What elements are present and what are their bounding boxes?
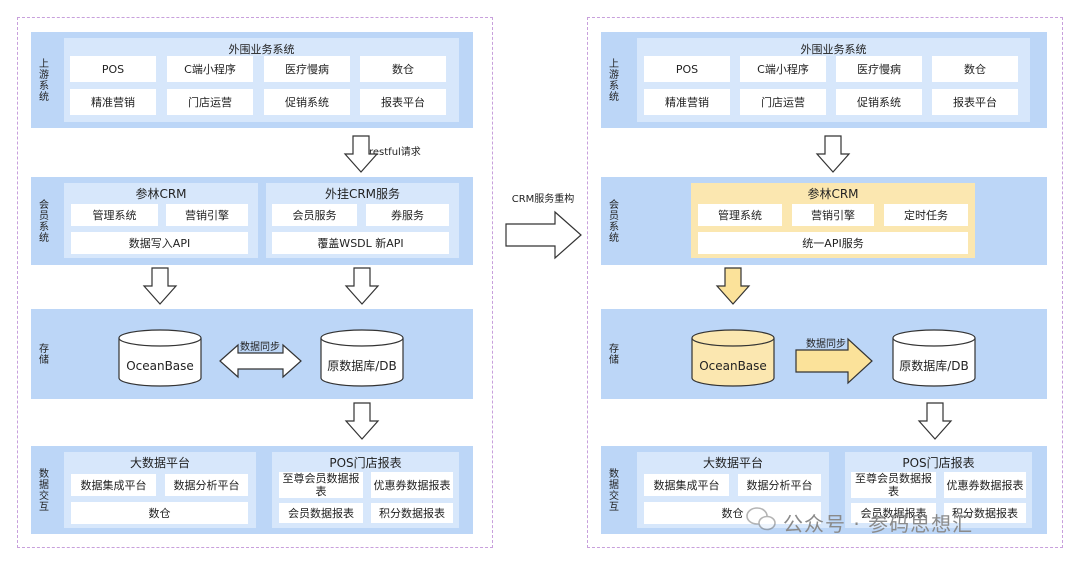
left-upstream-item: POS	[70, 56, 156, 82]
left-upstream-item: 报表平台	[360, 89, 446, 115]
left-upstream-item: 促销系统	[264, 89, 350, 115]
left-original-db	[320, 329, 404, 387]
left-member-label: 会员系统	[36, 199, 48, 243]
right-pos-item: 至尊会员数据报表	[851, 472, 936, 498]
left-crm-item: 营销引擎	[166, 204, 248, 226]
left-crm-api: 数据写入API	[71, 232, 248, 254]
down-arrow-icon	[715, 267, 751, 305]
right-pos-item: 积分数据报表	[944, 503, 1026, 523]
left-upstream-item: 医疗慢病	[264, 56, 350, 82]
right-pos-item: 优惠券数据报表	[944, 472, 1026, 498]
right-bigdata-wide: 数仓	[644, 502, 821, 524]
right-bigdata-item: 数据集成平台	[644, 474, 729, 496]
right-oceanbase-db	[691, 329, 775, 387]
right-pos-item: 会员数据报表	[851, 503, 936, 523]
left-ext-title: 外挂CRM服务	[324, 187, 401, 201]
wechat-icon	[746, 507, 776, 531]
right-upstream-item: 促销系统	[836, 89, 922, 115]
left-db1-text: OceanBase	[126, 359, 194, 373]
down-arrow-icon	[344, 267, 380, 305]
right-upstream-item: 医疗慢病	[836, 56, 922, 82]
right-upstream-item: POS	[644, 56, 730, 82]
left-upstream-title: 外围业务系统	[228, 43, 295, 56]
left-bigdata-item: 数据分析平台	[165, 474, 248, 496]
left-pos-item: 优惠券数据报表	[371, 472, 453, 498]
left-upstream-item: 精准营销	[70, 89, 156, 115]
left-crm-title: 参林CRM	[135, 187, 187, 201]
left-pos-title: POS门店报表	[329, 456, 402, 470]
left-data-label: 数据交互	[36, 468, 48, 512]
right-crm-api: 统一API服务	[698, 232, 968, 254]
refactor-arrow-icon	[505, 210, 582, 260]
right-crm-item: 定时任务	[884, 204, 968, 226]
right-bigdata-title: 大数据平台	[702, 456, 763, 470]
right-upstream-item: 精准营销	[644, 89, 730, 115]
left-upstream-item: C端小程序	[167, 56, 253, 82]
left-crm-item: 管理系统	[71, 204, 158, 226]
left-upstream-item: 数仓	[360, 56, 446, 82]
left-pos-item: 会员数据报表	[279, 503, 363, 523]
bidirectional-arrow-icon	[219, 343, 302, 379]
left-sync-label: 数据同步	[240, 342, 280, 353]
right-crm-item: 管理系统	[698, 204, 782, 226]
left-upstream-item: 门店运营	[167, 89, 253, 115]
left-db2-text: 原数据库/DB	[327, 358, 397, 373]
before-architecture-panel	[17, 17, 493, 548]
down-arrow-icon	[142, 267, 178, 305]
right-crm-title: 参林CRM	[807, 187, 859, 201]
left-bigdata-wide: 数仓	[71, 502, 248, 524]
right-sync-label: 数据同步	[806, 339, 846, 350]
right-pos-title: POS门店报表	[902, 456, 975, 470]
right-storage-label: 存储	[606, 343, 618, 365]
right-upstream-label: 上游系统	[606, 58, 618, 102]
watermark-text: 公众号 · 参码思想汇	[783, 512, 974, 536]
transition-label: CRM服务重构	[511, 194, 575, 205]
down-arrow-icon	[343, 135, 379, 173]
left-ext-item: 会员服务	[272, 204, 357, 226]
right-member-label: 会员系统	[606, 199, 618, 243]
left-bigdata-title: 大数据平台	[129, 456, 190, 470]
right-upstream-item: 报表平台	[932, 89, 1018, 115]
left-ext-api: 覆盖WSDL 新API	[272, 232, 449, 254]
left-pos-item: 积分数据报表	[371, 503, 453, 523]
right-upstream-item: 数仓	[932, 56, 1018, 82]
down-arrow-icon	[815, 135, 851, 173]
left-oceanbase-db	[118, 329, 202, 387]
left-request-label: restful请求	[369, 147, 421, 158]
right-bigdata-item: 数据分析平台	[738, 474, 821, 496]
sync-arrow-icon	[795, 337, 873, 385]
after-architecture-panel	[587, 17, 1063, 548]
right-data-label: 数据交互	[606, 468, 618, 512]
right-crm-item: 营销引擎	[792, 204, 874, 226]
right-upstream-item: 门店运营	[740, 89, 826, 115]
left-ext-item: 券服务	[366, 204, 449, 226]
right-db2-text: 原数据库/DB	[899, 358, 969, 373]
down-arrow-icon	[344, 402, 380, 440]
right-original-db	[892, 329, 976, 387]
right-db1-text: OceanBase	[699, 359, 767, 373]
right-upstream-title: 外围业务系统	[800, 43, 867, 56]
down-arrow-icon	[917, 402, 953, 440]
right-upstream-item: C端小程序	[740, 56, 826, 82]
left-bigdata-item: 数据集成平台	[71, 474, 156, 496]
left-storage-label: 存储	[36, 343, 48, 365]
left-upstream-label: 上游系统	[36, 58, 48, 102]
left-pos-item: 至尊会员数据报表	[279, 472, 363, 498]
